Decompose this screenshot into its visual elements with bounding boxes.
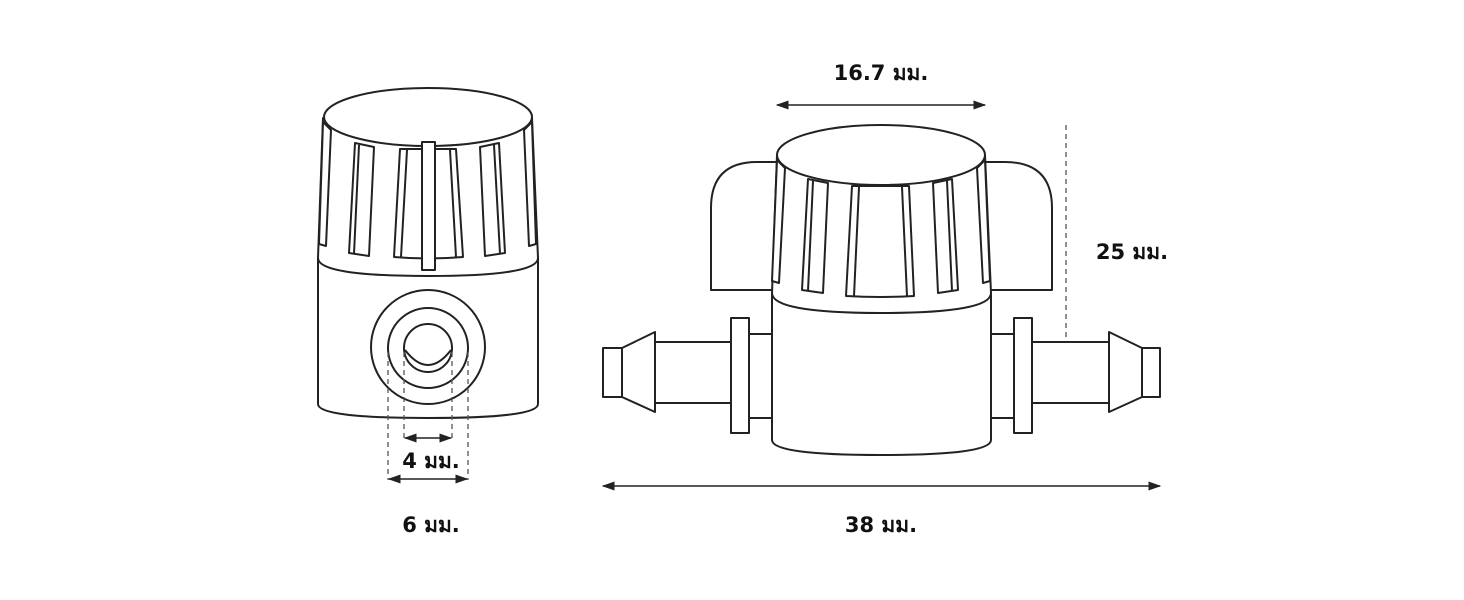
front-outlet-port xyxy=(370,289,486,405)
total-length-label: 38 มม. xyxy=(845,513,917,537)
side-cap-ribs xyxy=(771,159,991,298)
height-label: 25 มม. xyxy=(1096,240,1168,264)
side-view: 16.7 มม. 25 มม. 38 มม. xyxy=(601,61,1168,537)
front-view: 4 มม. 6 มม. xyxy=(317,87,539,537)
left-flange xyxy=(730,317,750,434)
front-cap-pointer xyxy=(421,141,436,271)
right-cap-wing xyxy=(983,161,1053,291)
front-cap-top xyxy=(323,87,533,147)
right-flange xyxy=(1013,317,1033,434)
side-body xyxy=(771,292,992,456)
cap-width-label: 16.7 มม. xyxy=(834,61,929,85)
front-dimension-guides xyxy=(387,352,469,480)
left-barb-connector xyxy=(602,317,774,434)
outer-diameter-label: 6 มม. xyxy=(402,513,460,537)
side-cap-top xyxy=(776,124,986,186)
right-barb-connector xyxy=(990,317,1161,434)
left-cap-wing xyxy=(710,161,779,291)
front-cap-ribs xyxy=(318,121,537,271)
inner-diameter-label: 4 มม. xyxy=(402,449,460,473)
